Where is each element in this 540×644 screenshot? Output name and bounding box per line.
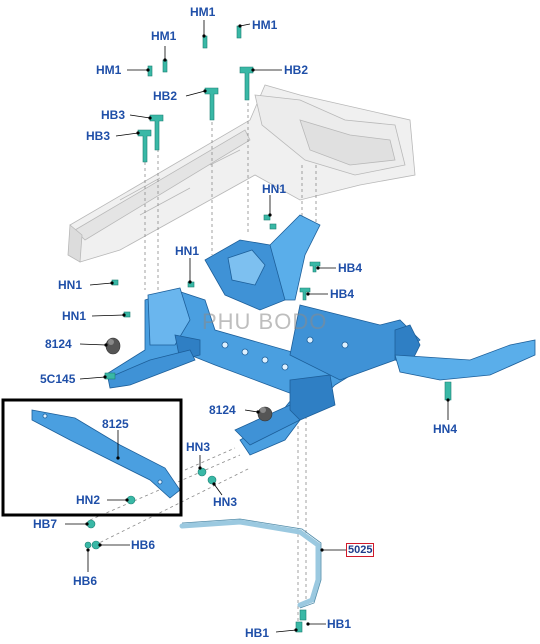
callout-hm1-mid: HM1 xyxy=(151,29,177,43)
callout-5c145: 5C145 xyxy=(40,372,76,386)
callout-5025-highlighted: 5025 xyxy=(346,543,375,557)
callout-hn4: HN4 xyxy=(433,422,458,436)
detail-box xyxy=(1,398,183,517)
callout-8124-left: 8124 xyxy=(45,337,72,351)
watermark: PHU BODO xyxy=(202,309,328,334)
callout-hb4-upper: HB4 xyxy=(338,261,363,275)
callout-hb3-lower: HB3 xyxy=(86,129,111,143)
stabilizer-bar-outline xyxy=(181,518,322,609)
stabilizer-bar-5025 xyxy=(179,519,321,608)
callout-hn3-upper: HN3 xyxy=(186,440,211,454)
brace-8125 xyxy=(31,409,181,499)
callout-hm1-top: HM1 xyxy=(190,5,216,19)
callout-hn1-mid: HN1 xyxy=(175,244,200,258)
callout-8125: 8125 xyxy=(102,417,129,431)
callout-hb6-right: HB6 xyxy=(131,538,156,552)
callout-hb1-left: HB1 xyxy=(245,626,270,640)
callout-hb3-upper: HB3 xyxy=(101,108,126,122)
callout-8124-right: 8124 xyxy=(209,403,236,417)
callout-hb1-right: HB1 xyxy=(327,617,352,631)
body-structure xyxy=(67,84,416,263)
callout-hb2-left: HB2 xyxy=(153,89,178,103)
callout-hm1-right: HM1 xyxy=(252,18,278,32)
leader-dots xyxy=(85,24,450,632)
callout-hn1-left-b: HN1 xyxy=(62,309,87,323)
callout-hb6-lower: HB6 xyxy=(73,574,98,588)
callout-hm1-left: HM1 xyxy=(96,63,122,77)
bushing-8124-left xyxy=(105,337,121,355)
alignment-lines xyxy=(89,85,317,625)
leader-lines xyxy=(65,20,449,633)
callout-hb4-lower: HB4 xyxy=(330,287,355,301)
front-subframe xyxy=(104,214,536,456)
callout-hn3-lower: HN3 xyxy=(213,495,238,509)
bushing-8124-right xyxy=(257,406,273,422)
callout-hb7: HB7 xyxy=(33,517,58,531)
callout-hn2: HN2 xyxy=(76,493,101,507)
callout-hn1-upper: HN1 xyxy=(262,182,287,196)
callout-hn1-left-a: HN1 xyxy=(58,278,83,292)
callout-hb2-right: HB2 xyxy=(284,63,309,77)
